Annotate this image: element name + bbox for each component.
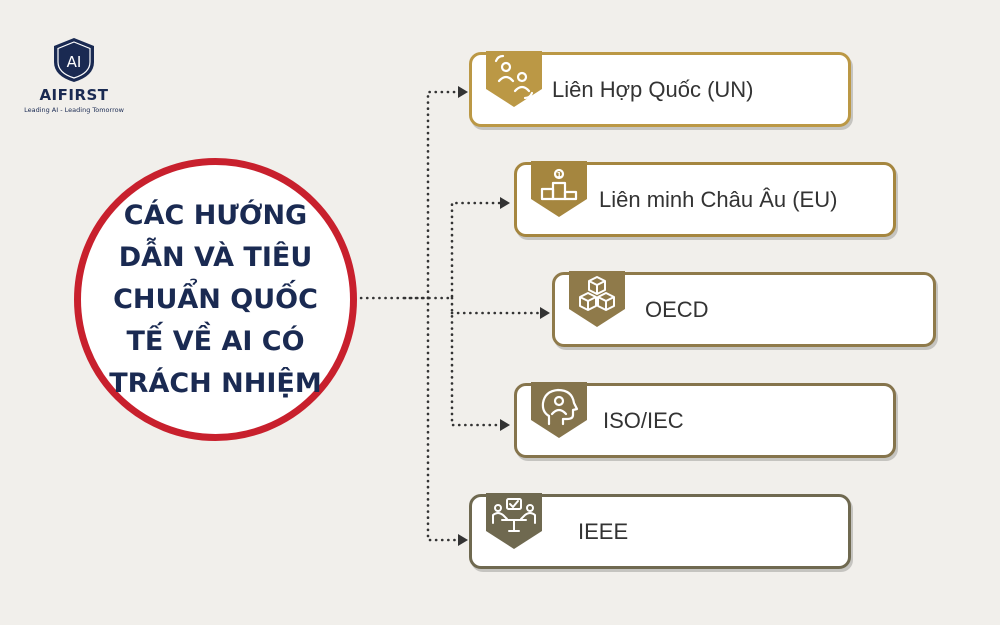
brand-logo: AI AIFIRST Leading AI - Leading Tomorrow (24, 36, 124, 114)
arrowhead-oecd (540, 307, 550, 319)
card-label-oecd: OECD (645, 296, 709, 322)
brand-mark: AI (67, 53, 82, 71)
card-eu: 1 Liên minh Châu Âu (EU) (514, 161, 896, 237)
podium-icon: 1 (531, 161, 587, 217)
card-ieee: IEEE (469, 493, 851, 569)
arrowhead-eu (500, 197, 510, 209)
arrowhead-iso (500, 419, 510, 431)
center-title: CÁC HƯỚNG DẪN VÀ TIÊU CHUẨN QUỐC TẾ VỀ A… (109, 199, 322, 399)
shield-icon: AI (54, 38, 94, 82)
people-exchange-icon (486, 51, 542, 107)
card-oecd: OECD (552, 271, 936, 347)
card-iso: ISO/IEC (514, 382, 896, 458)
head-person-icon (531, 382, 587, 438)
card-label-eu: Liên minh Châu Âu (EU) (599, 186, 838, 212)
card-label-ieee: IEEE (578, 518, 629, 544)
arrowhead-ieee (458, 534, 468, 546)
brand-name: AIFIRST (39, 86, 109, 104)
card-label-iso: ISO/IEC (603, 407, 684, 433)
center-circle: CÁC HƯỚNG DẪN VÀ TIÊU CHUẨN QUỐC TẾ VỀ A… (74, 158, 357, 441)
card-label-un: Liên Hợp Quốc (UN) (552, 76, 754, 102)
arrowhead-un (458, 86, 468, 98)
card-un: Liên Hợp Quốc (UN) (469, 51, 851, 127)
brand-tagline: Leading AI - Leading Tomorrow (24, 106, 124, 114)
svg-text:1: 1 (557, 171, 562, 179)
cubes-icon (569, 271, 625, 327)
collaboration-icon (486, 493, 542, 549)
